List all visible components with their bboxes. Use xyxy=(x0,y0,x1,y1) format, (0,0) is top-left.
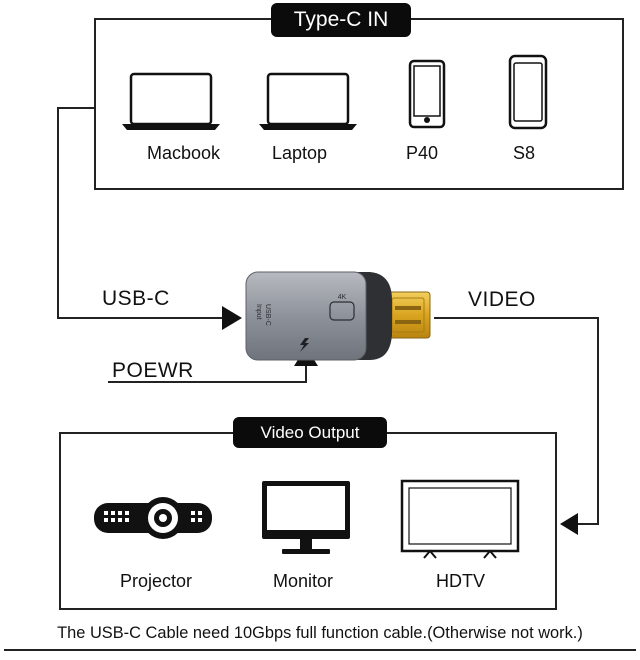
adapter-badge-text: 4K xyxy=(338,294,347,301)
monitor-icon xyxy=(262,481,350,554)
input-devices-box xyxy=(94,18,624,190)
usb-c-connector-line xyxy=(57,107,226,319)
usb-c-arrow-icon xyxy=(222,306,242,330)
footer-underline xyxy=(4,649,636,651)
video-connector-line xyxy=(434,317,599,525)
output-box-title: Video Output xyxy=(233,417,387,448)
power-label: POEWR xyxy=(112,359,194,382)
adapter-input-text: Input xyxy=(255,304,262,320)
video-label: VIDEO xyxy=(468,288,536,311)
input-device-label-p40: P40 xyxy=(406,143,439,163)
output-device-label-monitor: Monitor xyxy=(273,571,334,591)
input-device-label-macbook: Macbook xyxy=(147,143,221,163)
input-device-label-laptop: Laptop xyxy=(272,143,328,163)
laptop-icon xyxy=(259,72,357,130)
adapter-usb-text: USB-C xyxy=(264,304,271,326)
usb-c-label: USB-C xyxy=(102,287,170,310)
video-arrow-icon xyxy=(560,513,578,535)
macbook-laptop-icon xyxy=(122,72,220,130)
power-connector-line xyxy=(108,362,307,383)
output-device-label-hdtv: HDTV xyxy=(436,571,485,591)
projector-icon xyxy=(94,497,212,539)
p40-phone-icon xyxy=(408,59,446,129)
footer-note: The USB-C Cable need 10Gbps full functio… xyxy=(57,624,583,642)
adapter-icon: 4K USB-C Input xyxy=(245,271,431,361)
hdtv-icon xyxy=(400,479,520,559)
s8-phone-icon xyxy=(508,54,548,130)
output-device-label-projector: Projector xyxy=(120,571,193,591)
input-box-title: Type-C IN xyxy=(271,3,411,37)
input-device-label-s8: S8 xyxy=(513,143,536,163)
